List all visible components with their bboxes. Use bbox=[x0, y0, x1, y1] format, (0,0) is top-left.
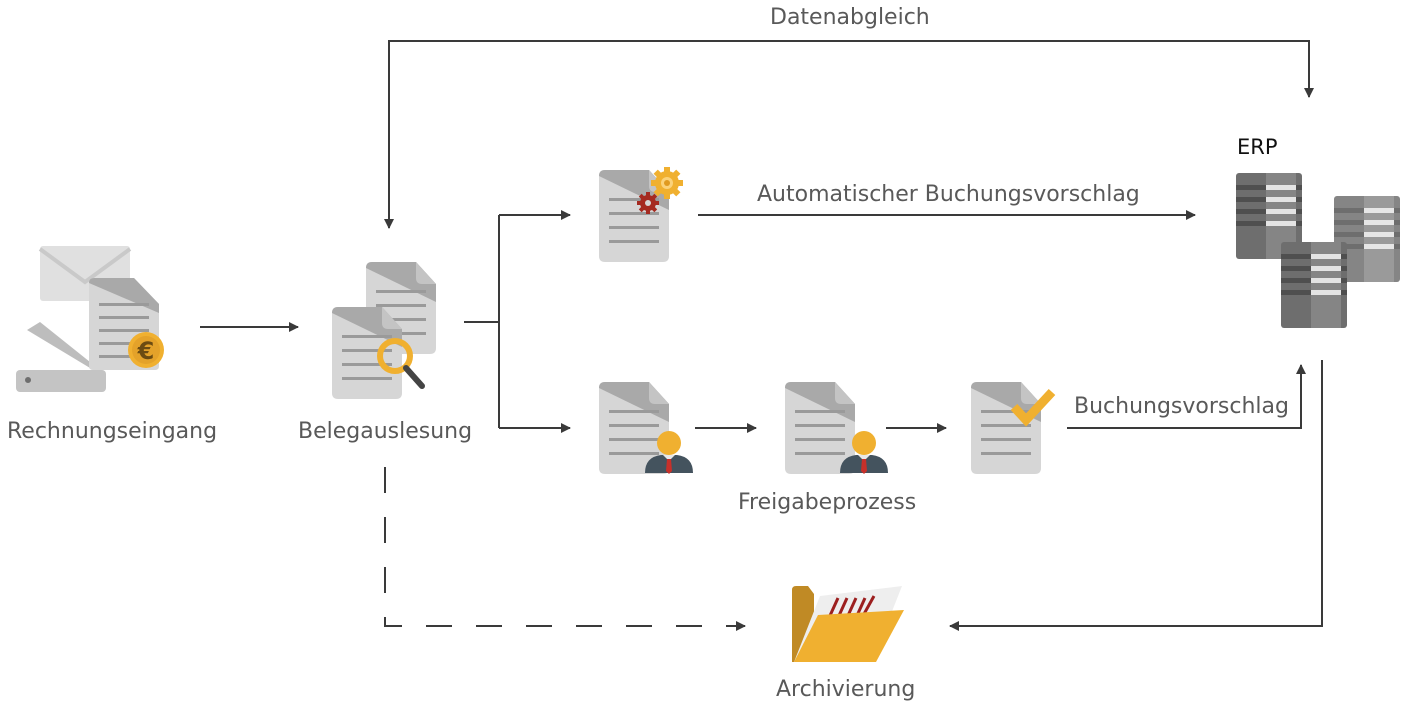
label-buchungsvorschlag: Buchungsvorschlag bbox=[1074, 394, 1289, 419]
edge-approved-to-erp bbox=[1067, 364, 1306, 429]
label-rechnungseingang: Rechnungseingang bbox=[7, 419, 218, 444]
open-folder-icon bbox=[792, 586, 904, 662]
label-datenabgleich: Datenabgleich bbox=[770, 5, 930, 30]
document-checkmark-icon bbox=[971, 382, 1056, 474]
documents-magnifier-icon bbox=[332, 262, 436, 399]
label-archivierung: Archivierung bbox=[776, 677, 916, 702]
svg-text:€: € bbox=[137, 337, 155, 365]
label-belegauslesung: Belegauslesung bbox=[298, 419, 473, 444]
edge-beleg-to-archiv-dashed bbox=[384, 467, 746, 631]
label-freigabeprozess: Freigabeprozess bbox=[738, 490, 917, 515]
edge-erp-to-archiv bbox=[949, 360, 1323, 631]
label-automatischer-buchungsvorschlag: Automatischer Buchungsvorschlag bbox=[757, 182, 1140, 207]
edge-datenabgleich bbox=[384, 40, 1314, 229]
edge-beleg-branch bbox=[464, 210, 571, 433]
label-erp: ERP bbox=[1237, 135, 1278, 159]
servers-icon bbox=[1236, 173, 1400, 328]
document-gears-icon bbox=[599, 167, 683, 262]
document-person-icon bbox=[785, 382, 888, 474]
document-person-icon bbox=[599, 382, 693, 474]
scanner-mail-invoice-euro-icon: € bbox=[16, 246, 164, 392]
